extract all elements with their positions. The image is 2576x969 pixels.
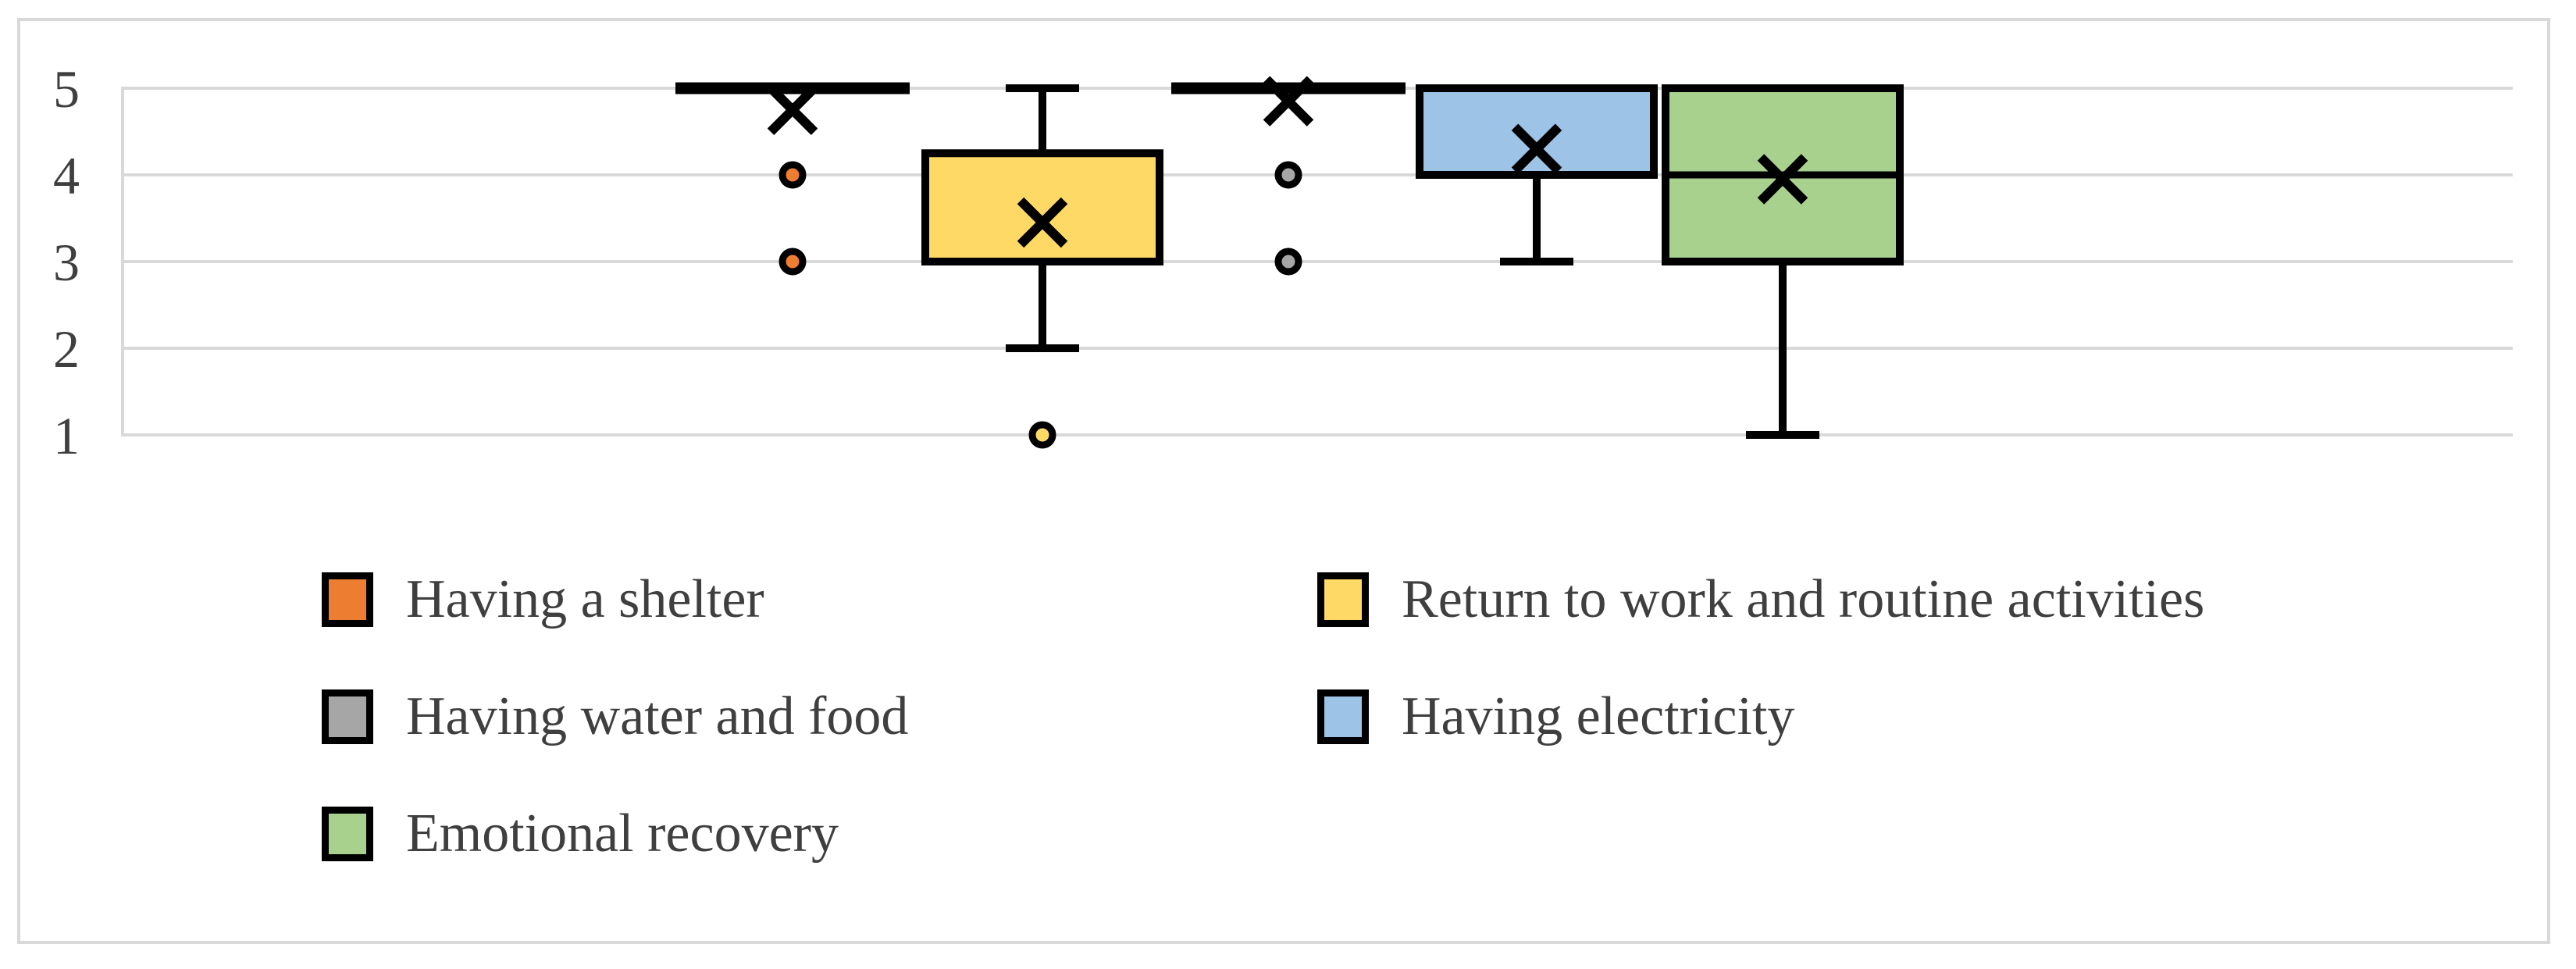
outlier-return-to-work-and-routine-activities-1 bbox=[1028, 421, 1056, 449]
y-tick-label-2: 2 bbox=[53, 319, 80, 379]
y-tick-label-5: 5 bbox=[53, 59, 80, 119]
outlier-having-a-shelter-3 bbox=[779, 248, 807, 276]
mean-marker-emotional-recovery bbox=[1757, 154, 1808, 205]
outlier-having-water-and-food-3 bbox=[1274, 248, 1302, 276]
box-having-electricity bbox=[1416, 84, 1658, 179]
y-tick-label-3: 3 bbox=[53, 233, 80, 292]
mean-marker-return-to-work-and-routine-activities bbox=[1017, 197, 1068, 248]
mean-marker-having-electricity bbox=[1511, 123, 1562, 174]
box-return-to-work-and-routine-activities bbox=[921, 149, 1163, 265]
y-tick-label-4: 4 bbox=[53, 146, 80, 205]
mean-marker-having-a-shelter bbox=[767, 84, 818, 135]
mean-marker-having-water-and-food bbox=[1263, 76, 1314, 126]
y-tick-label-1: 1 bbox=[53, 406, 80, 465]
outlier-having-water-and-food-4 bbox=[1274, 161, 1302, 189]
outlier-having-a-shelter-4 bbox=[779, 161, 807, 189]
